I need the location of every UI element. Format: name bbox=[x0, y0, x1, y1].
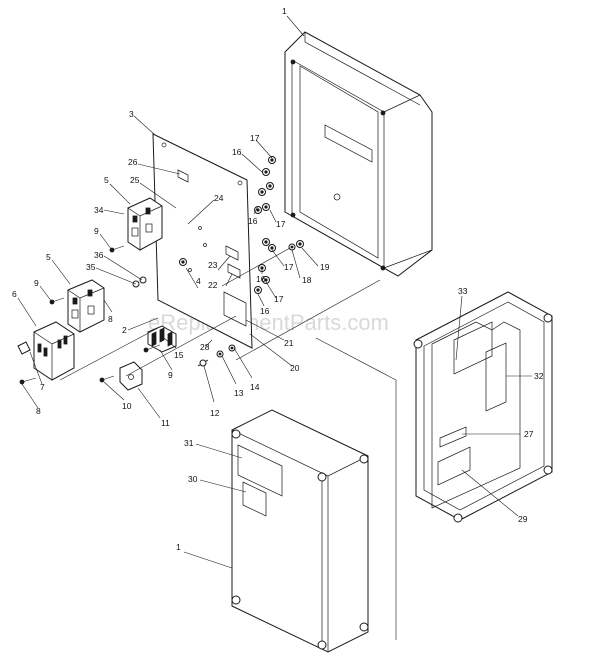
callout-label: 17 bbox=[274, 294, 284, 304]
callout-label: 24 bbox=[214, 193, 224, 203]
callout-label: 14 bbox=[250, 382, 260, 392]
ground-bracket bbox=[119, 361, 143, 391]
callout-label: 17 bbox=[284, 262, 294, 272]
callout-label: 16 bbox=[260, 306, 270, 316]
callout-label: 20 bbox=[290, 363, 300, 373]
callout-label: 34 bbox=[94, 205, 104, 215]
enclosure-open-upper bbox=[284, 31, 433, 277]
terminal-block bbox=[17, 321, 75, 381]
callout-label: 22 bbox=[208, 280, 218, 290]
callout-label: 5 bbox=[104, 175, 109, 185]
callout-label: 10 bbox=[122, 401, 132, 411]
callout-label: 21 bbox=[284, 338, 294, 348]
callout-label: 16 bbox=[256, 274, 266, 284]
callout-label: 33 bbox=[458, 286, 468, 296]
callout-label: 32 bbox=[534, 371, 544, 381]
callout-labels: 1 1 2 3 4 5 5 6 7 8 8 9 9 9 10 11 12 13 bbox=[12, 6, 544, 569]
callout-label: 25 bbox=[130, 175, 140, 185]
callout-label: 27 bbox=[524, 429, 534, 439]
callout-label: 26 bbox=[128, 157, 138, 167]
callout-label: 30 bbox=[188, 474, 198, 484]
callout-label: 16 bbox=[232, 147, 242, 157]
callout-label: 7 bbox=[40, 382, 45, 392]
callout-label: 2 bbox=[122, 325, 127, 335]
mounting-panel bbox=[152, 133, 253, 349]
callout-label: 31 bbox=[184, 438, 194, 448]
callout-label: 6 bbox=[12, 289, 17, 299]
loose-screws bbox=[19, 245, 236, 385]
contactor-lower bbox=[67, 279, 105, 333]
callout-label: 9 bbox=[34, 278, 39, 288]
callout-label: 1 bbox=[176, 542, 181, 552]
enclosure-closed-lower bbox=[231, 409, 369, 653]
callout-label: 1 bbox=[282, 6, 287, 16]
callout-label: 29 bbox=[518, 514, 528, 524]
hardware-stack bbox=[254, 156, 304, 294]
callout-label: 9 bbox=[168, 370, 173, 380]
contactor-upper bbox=[127, 197, 163, 251]
callout-label: 12 bbox=[210, 408, 220, 418]
callout-label: 23 bbox=[208, 260, 218, 270]
callout-label: 15 bbox=[174, 350, 184, 360]
callout-label: 13 bbox=[234, 388, 244, 398]
callout-label: 4 bbox=[196, 276, 201, 286]
terminal-strip bbox=[147, 325, 177, 353]
callout-label: 3 bbox=[129, 109, 134, 119]
callout-label: 5 bbox=[46, 252, 51, 262]
callout-label: 8 bbox=[36, 406, 41, 416]
callout-label: 17 bbox=[276, 219, 286, 229]
callout-label: 16 bbox=[248, 216, 258, 226]
callout-label: 28 bbox=[200, 342, 210, 352]
callout-label: 36 bbox=[94, 250, 104, 260]
callout-label: 35 bbox=[86, 262, 96, 272]
callout-label: 8 bbox=[108, 314, 113, 324]
callout-label: 19 bbox=[320, 262, 330, 272]
callout-label: 11 bbox=[161, 418, 170, 428]
cover-right bbox=[413, 291, 553, 523]
callout-label: 9 bbox=[94, 226, 99, 236]
callout-label: 17 bbox=[250, 133, 260, 143]
callout-label: 18 bbox=[302, 275, 312, 285]
